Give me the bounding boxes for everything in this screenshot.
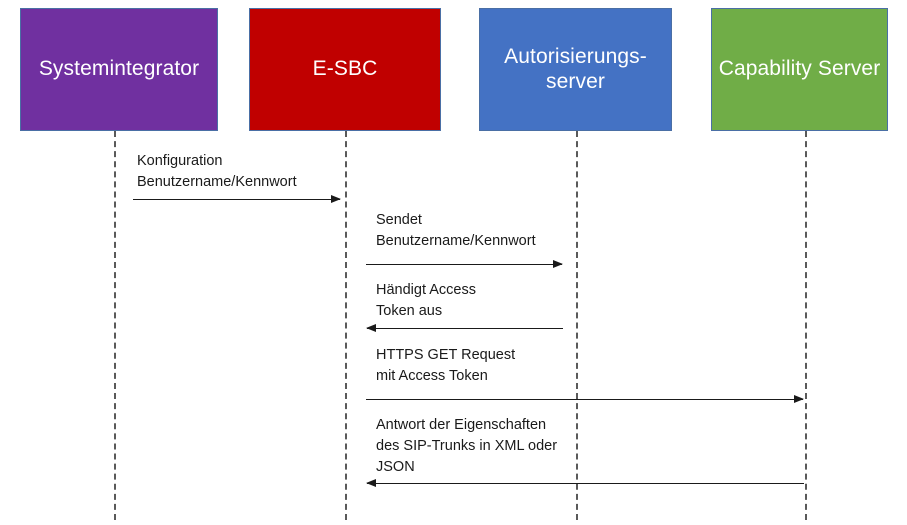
lifeline-capability-server <box>805 131 807 520</box>
actor-box-esbc: E-SBC <box>249 8 441 131</box>
message-arrow-antwort-eigenschaften <box>367 483 804 484</box>
message-label-https-get-request: HTTPS GET Request mit Access Token <box>376 347 516 384</box>
lifeline-autorisierungsserver <box>576 131 578 520</box>
arrow-head-icon <box>553 260 563 268</box>
message-arrow-konfiguration <box>133 199 340 200</box>
message-label-antwort-eigenschaften: Antwort der Eigenschaften des SIP-Trunks… <box>376 417 558 475</box>
message-arrow-sendet-benutzername <box>366 264 562 265</box>
message-label-konfiguration: Konfiguration Benutzername/Kennwort <box>137 153 297 190</box>
lifeline-systemintegrator <box>114 131 116 520</box>
actor-label: E-SBC <box>312 57 378 81</box>
arrow-head-icon <box>366 479 376 487</box>
message-arrow-haendigt-access-token <box>367 328 563 329</box>
message-label-sendet-benutzername: Sendet Benutzername/Kennwort <box>376 212 536 249</box>
lifeline-esbc <box>345 131 347 520</box>
actor-box-autorisierungsserver: Autorisierungs- server <box>479 8 672 131</box>
arrow-head-icon <box>331 195 341 203</box>
message-arrow-https-get-request <box>366 399 803 400</box>
actor-label: Autorisierungs- server <box>504 45 647 93</box>
actor-box-systemintegrator: Systemintegrator <box>20 8 218 131</box>
actor-label: Systemintegrator <box>38 57 200 81</box>
message-label-haendigt-access-token: Händigt Access Token aus <box>376 282 476 319</box>
arrow-head-icon <box>366 324 376 332</box>
actor-box-capability-server: Capability Server <box>711 8 888 131</box>
arrow-head-icon <box>794 395 804 403</box>
actor-label: Capability Server <box>718 57 881 81</box>
